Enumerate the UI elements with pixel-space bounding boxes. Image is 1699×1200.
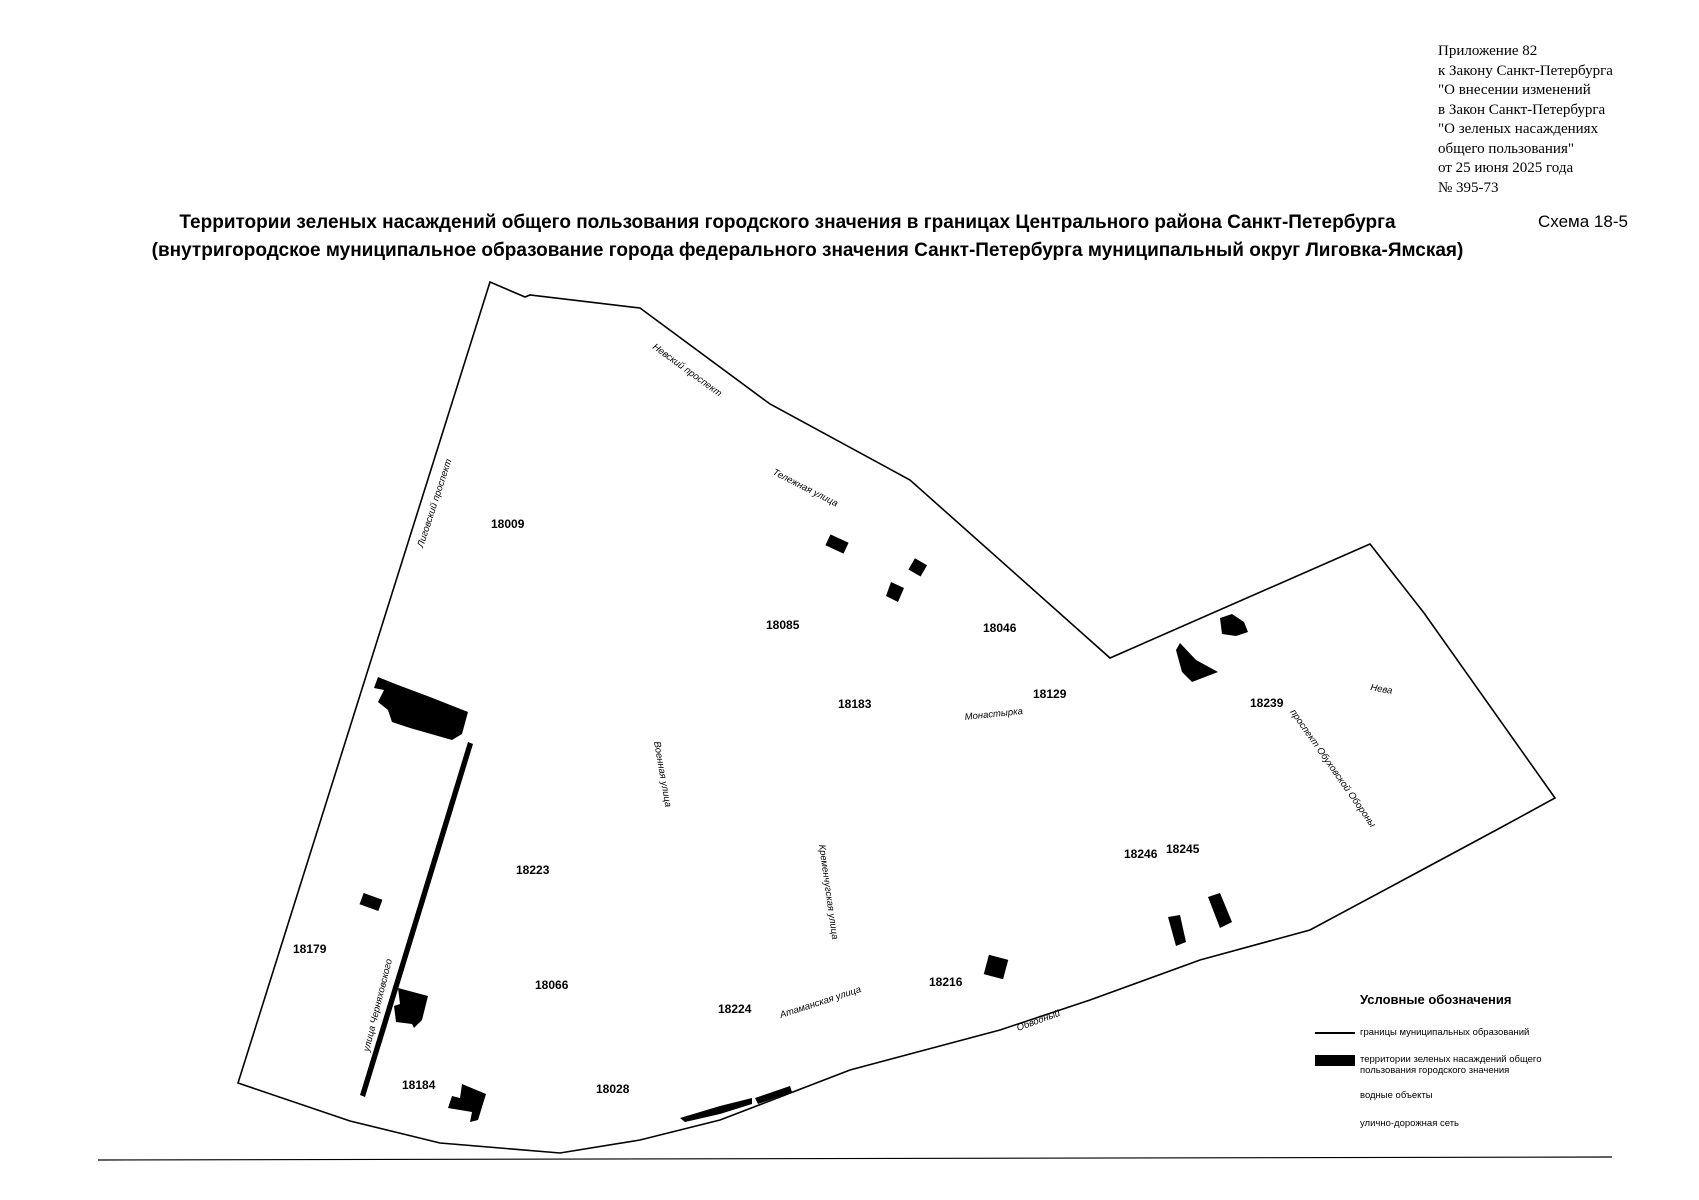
green-zone-18239: [1176, 643, 1218, 682]
map-title-line-2: (внутригородское муниципальное образован…: [151, 240, 1464, 261]
green-zone-ligovsky-strip: [360, 742, 473, 1097]
territory-number: 18066: [535, 978, 569, 992]
territory-number: 18246: [1124, 847, 1158, 861]
legend-label-line: пользования городского значения: [1360, 1065, 1510, 1076]
green-zone-18028-strip-a: [680, 1098, 752, 1122]
legend-label: границы муниципальных образований: [1360, 1027, 1530, 1038]
scheme-label: Схема 18-5: [1538, 212, 1628, 231]
appendix-line: "О внесении изменений: [1438, 82, 1591, 98]
legend-label: улично-дорожная сеть: [1360, 1118, 1460, 1129]
legend-fill-swatch: [1315, 1055, 1355, 1066]
green-zone-18179: [359, 892, 383, 912]
green-zone-18028-strip-b: [755, 1086, 792, 1104]
appendix-line: от 25 июня 2025 года: [1438, 160, 1574, 176]
appendix-line: Приложение 82: [1438, 43, 1538, 59]
sheet-baseline: [97, 1156, 1613, 1161]
territory-number: 18009: [491, 517, 525, 531]
street-label: Монастырка: [964, 706, 1023, 723]
street-label: Атаманская улица: [778, 984, 863, 1021]
green-zone-18245: [1208, 893, 1232, 928]
green-zone-telezhnaya: [825, 534, 849, 554]
territory-number: 18183: [838, 697, 872, 711]
green-zone-18085-b: [886, 582, 904, 602]
legend-label: территории зеленых насаждений общего пол…: [1360, 1054, 1541, 1076]
territory-number: 18224: [718, 1002, 752, 1016]
territory-number: 18028: [596, 1082, 630, 1096]
appendix-line: к Закону Санкт-Петербурга: [1438, 62, 1613, 79]
street-label: Обводный: [1015, 1008, 1062, 1034]
legend-line-swatch: [1315, 1032, 1355, 1034]
street-label: проспект Обуховской Обороны: [1288, 707, 1378, 829]
map-title-line-1: Территории зеленых насаждений общего пол…: [179, 212, 1396, 233]
appendix-note: Приложение 82 к Закону Санкт-Петербурга …: [1438, 42, 1688, 198]
green-zone-18085-a: [908, 558, 928, 577]
street-label: Военная улица: [651, 741, 673, 808]
street-label: Нева: [1369, 682, 1393, 697]
street-label: Тележная улица: [771, 467, 840, 509]
territory-number: 18179: [293, 942, 327, 956]
appendix-line: общего пользования": [1438, 140, 1574, 157]
territory-numbers: 18009 18085 18046 18183 18129 18239 1822…: [293, 517, 1284, 1096]
green-zone-18223-large: [374, 677, 468, 740]
territory-number: 18184: [402, 1078, 436, 1092]
appendix-line: № 395-73: [1438, 179, 1499, 196]
territory-number: 18046: [983, 621, 1017, 635]
green-zones: [359, 534, 1248, 1122]
street-label: Невский проспект: [650, 342, 724, 400]
street-labels: Невский проспект Лиговский проспект Теле…: [361, 342, 1393, 1054]
legend-label: водные объекты: [1360, 1090, 1433, 1101]
green-zone-18184: [448, 1084, 486, 1122]
territory-number: 18223: [516, 863, 550, 877]
legend-title: Условные обозначения: [1360, 992, 1512, 1007]
appendix-line: в Закон Санкт-Петербурга: [1438, 101, 1606, 118]
street-label: Кременчугская улица: [816, 844, 840, 940]
territory-number: 18239: [1250, 696, 1284, 710]
territory-number: 18129: [1033, 687, 1067, 701]
legend-label-line: территории зеленых насаждений общего: [1360, 1054, 1542, 1065]
territory-number: 18245: [1166, 842, 1200, 856]
territory-number: 18216: [929, 975, 963, 989]
district-boundary: [237, 280, 1557, 1154]
green-zone-18129-ne: [1220, 614, 1248, 636]
green-zone-18066-block: [394, 988, 428, 1028]
appendix-line: "О зеленых насаждениях: [1438, 121, 1599, 137]
territory-number: 18085: [766, 618, 800, 632]
green-zone-18216: [983, 954, 1009, 980]
green-zone-18246: [1168, 915, 1186, 946]
